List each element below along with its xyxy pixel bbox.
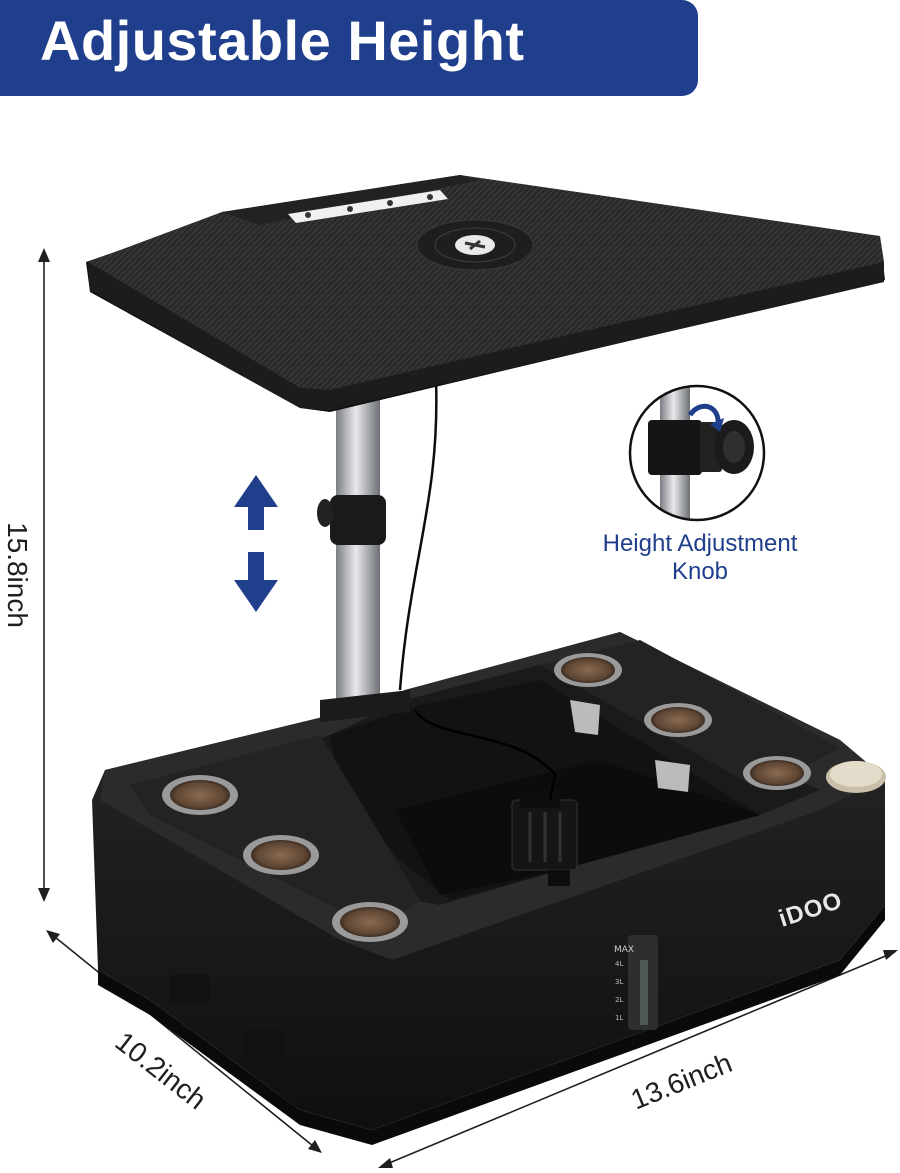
seed-pod (644, 703, 712, 737)
callout-line-1: Height Adjustment (602, 530, 798, 557)
seed-pods (162, 653, 811, 942)
gauge-max-label: MAX (614, 945, 634, 955)
seed-pod (743, 756, 811, 790)
grow-light-panel (86, 175, 885, 412)
knob-callout-label: Height Adjustment Knob (540, 530, 860, 586)
height-adjust-arrow (234, 475, 278, 612)
depth-dimension (46, 930, 322, 1153)
gauge-tick-2l: 2L (615, 996, 623, 1004)
height-label: 15.8inch (2, 522, 33, 628)
gauge-tick-1l: 1L (615, 1014, 623, 1022)
title-banner: Adjustable Height (0, 0, 698, 96)
gauge-tick-4l: 4L (615, 960, 623, 968)
gauge-tick-3l: 3L (615, 978, 623, 986)
width-dimension (378, 950, 898, 1168)
height-dimension (38, 248, 50, 902)
telescopic-pole (317, 379, 438, 722)
water-tank-base: MAX 4L 3L 2L 1L iDOO (92, 632, 886, 1145)
banner-title: Adjustable Height (40, 9, 525, 72)
callout-line-2: Knob (671, 558, 729, 585)
seed-pod (162, 775, 238, 815)
seed-pod (332, 902, 408, 942)
seed-pod (243, 835, 319, 875)
seed-pod (554, 653, 622, 687)
knob-callout (628, 384, 766, 522)
